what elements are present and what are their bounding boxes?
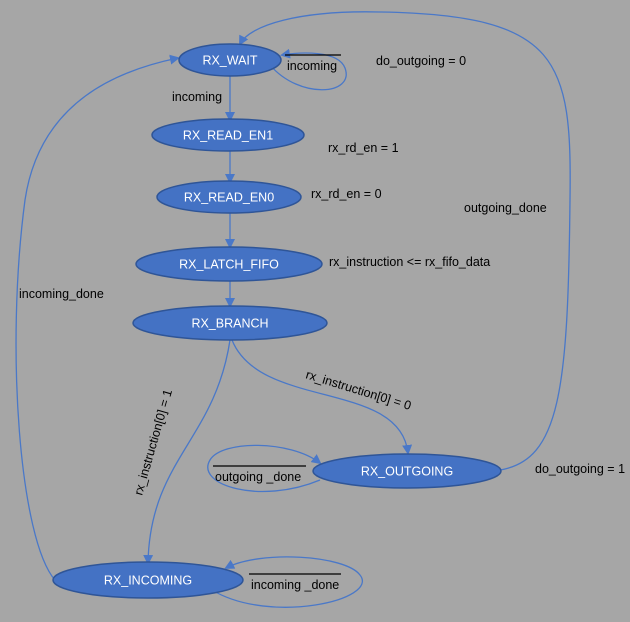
state-rx-outgoing: RX_OUTGOING bbox=[312, 453, 502, 489]
edge-outgoing-to-wait bbox=[239, 11, 571, 471]
state-label: RX_READ_EN0 bbox=[184, 191, 274, 205]
label-incoming-self: incoming _done bbox=[251, 578, 339, 592]
state-rx-branch: RX_BRANCH bbox=[132, 305, 328, 341]
output-rx-read-en0: rx_rd_en = 0 bbox=[311, 187, 382, 201]
state-rx-wait: RX_WAIT bbox=[178, 43, 282, 77]
state-label: RX_BRANCH bbox=[191, 317, 268, 331]
label-branch-to-outgoing: rx_instruction[0] = 0 bbox=[304, 367, 413, 412]
state-label: RX_LATCH_FIFO bbox=[179, 258, 279, 272]
label-incoming-to-wait: incoming_done bbox=[19, 287, 104, 301]
label-outgoing-self: outgoing _done bbox=[215, 470, 301, 484]
edge-incoming-self bbox=[211, 556, 363, 608]
state-label: RX_INCOMING bbox=[104, 574, 192, 588]
transitions bbox=[15, 11, 571, 608]
label-outgoing-to-wait: outgoing_done bbox=[464, 201, 547, 215]
state-label: RX_OUTGOING bbox=[361, 465, 453, 479]
state-label: RX_WAIT bbox=[202, 54, 257, 68]
state-rx-read-en1: RX_READ_EN1 bbox=[151, 118, 305, 152]
output-rx-outgoing: do_outgoing = 1 bbox=[535, 462, 625, 476]
label-wait-self: incoming bbox=[287, 59, 337, 73]
label-wait-to-read-en1: incoming bbox=[172, 90, 222, 104]
state-label: RX_READ_EN1 bbox=[183, 129, 273, 143]
output-rx-latch-fifo: rx_instruction <= rx_fifo_data bbox=[329, 255, 490, 269]
states: RX_WAIT RX_READ_EN1 RX_READ_EN0 RX_LATCH… bbox=[52, 43, 502, 599]
label-branch-to-incoming: rx_instruction[0] = 1 bbox=[131, 388, 175, 497]
output-rx-wait: do_outgoing = 0 bbox=[376, 54, 466, 68]
output-rx-read-en1: rx_rd_en = 1 bbox=[328, 141, 399, 155]
edge-outgoing-self bbox=[207, 444, 322, 493]
output-labels: do_outgoing = 0 rx_rd_en = 1 rx_rd_en = … bbox=[311, 54, 625, 476]
edge-branch-to-outgoing bbox=[231, 339, 413, 455]
edge-branch-to-incoming bbox=[143, 339, 231, 565]
edge-incoming-to-wait bbox=[15, 54, 180, 581]
edge-wait-self bbox=[269, 48, 347, 91]
state-rx-latch-fifo: RX_LATCH_FIFO bbox=[135, 246, 323, 282]
state-rx-read-en0: RX_READ_EN0 bbox=[156, 180, 302, 214]
state-rx-incoming: RX_INCOMING bbox=[52, 561, 244, 599]
